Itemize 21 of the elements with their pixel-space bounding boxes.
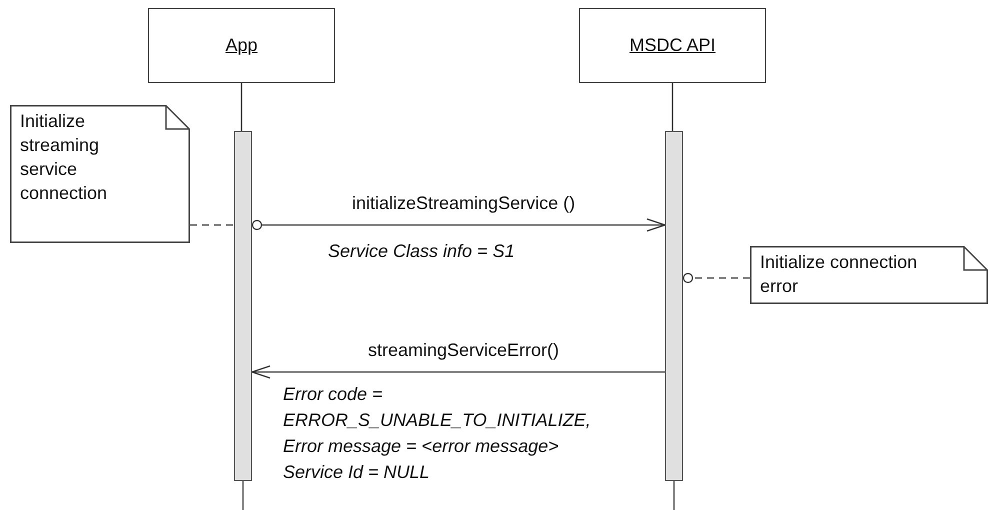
activation-bar (234, 131, 252, 481)
lifeline (240, 83, 242, 131)
message-note: Service Id = NULL (283, 462, 430, 483)
message-note: ERROR_S_UNABLE_TO_INITIALIZE, (283, 410, 591, 431)
note (750, 246, 988, 304)
note-leader-line (682, 272, 750, 284)
message-label: streamingServiceError() (368, 340, 560, 361)
message-note: Error message = <error message> (283, 436, 559, 457)
lifeline-header-box (579, 8, 766, 83)
note-text: Initialize connection error (760, 251, 918, 298)
note (10, 105, 190, 243)
activation-bar (665, 131, 683, 481)
message-note: Error code = (283, 384, 383, 405)
note-text: Initialize streaming service connection (20, 110, 108, 205)
lifeline-header-box (148, 8, 335, 83)
lifeline-name: App (225, 35, 258, 56)
message-arrow (251, 365, 665, 379)
message-label: initializeStreamingService () (352, 193, 576, 214)
lifeline-name: MSDC API (629, 35, 716, 56)
lifeline (672, 83, 674, 131)
message-note: Service Class info = S1 (328, 241, 515, 262)
